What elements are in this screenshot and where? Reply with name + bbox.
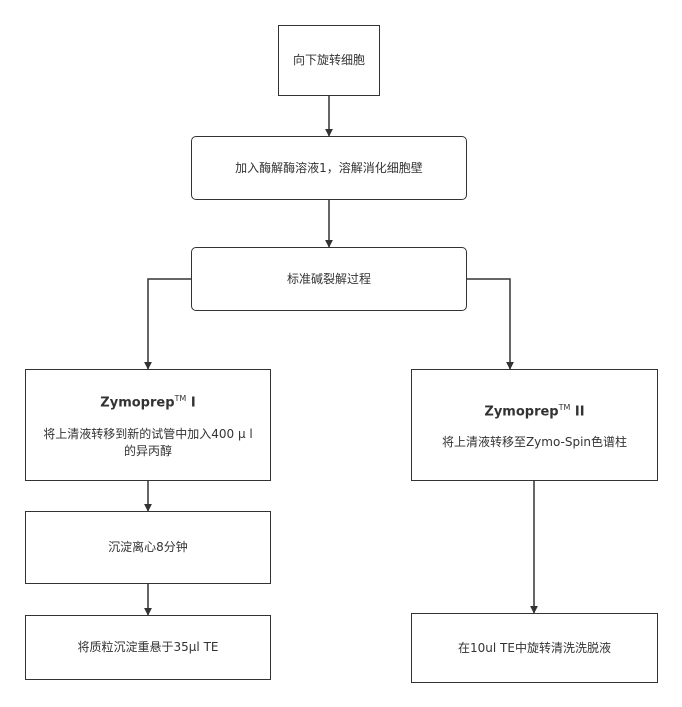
step-elute: 在10ul TE中旋转清洗洗脱液 [411,613,658,683]
step-title: ZymoprepTM II [484,402,585,420]
step-text: 向下旋转细胞 [292,53,365,67]
step-text: 将上清液转移至Zymo-Spin色谱柱 [441,435,628,450]
step-text: 加入酶解酶溶液1，溶解消化细胞壁 [235,160,423,175]
step-resuspend-pellet: 将质粒沉淀重悬于35μl TE [25,615,271,680]
step-zymoprep-i: ZymoprepTM I 将上清液转移到新的试管中加入400 μ l 的异丙醇 [25,369,271,481]
step-text: 在10ul TE中旋转清洗洗脱液 [458,640,611,655]
step-zymoprep-ii: ZymoprepTM II 将上清液转移至Zymo-Spin色谱柱 [411,369,658,481]
step-add-zymolyase: 加入酶解酶溶液1，溶解消化细胞壁 [191,136,467,200]
step-title: ZymoprepTM I [100,394,196,411]
edge-n3-n4 [144,278,191,370]
step-text: 标准碱裂解过程 [286,271,371,286]
step-alkaline-lysis: 标准碱裂解过程 [191,247,467,311]
edge-n3-n5 [466,278,514,370]
step-text: 将质粒沉淀重悬于35μl TE [77,640,219,654]
step-text: 沉淀离心8分钟 [108,540,188,554]
step-spin-down-cells: 向下旋转细胞 [278,25,380,96]
step-text: 将上清液转移到新的试管中加入400 μ l 的异丙醇 [43,426,253,458]
step-centrifuge: 沉淀离心8分钟 [25,511,271,584]
